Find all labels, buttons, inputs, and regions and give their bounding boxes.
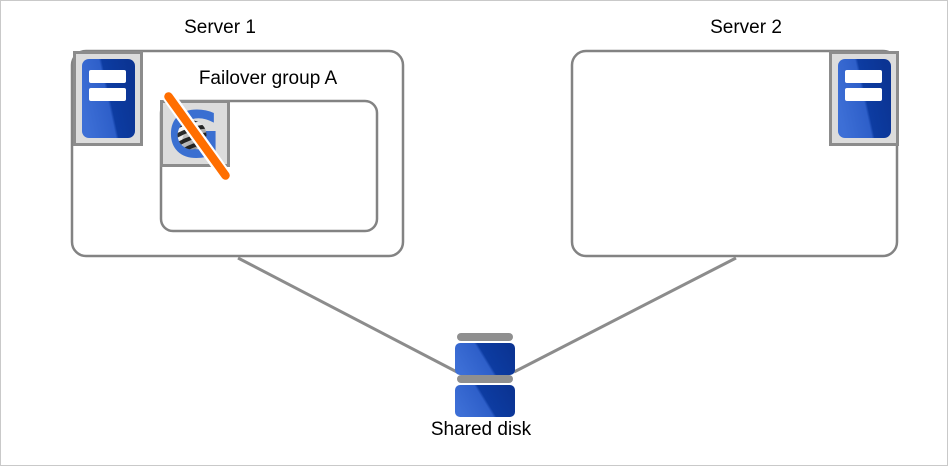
server2-box — [570, 49, 899, 258]
shared-disk-label: Shared disk — [430, 419, 532, 440]
server1-icon — [73, 51, 143, 146]
server2-label: Server 2 — [710, 17, 782, 38]
shared-disk-icon — [455, 333, 515, 417]
server1-label: Server 1 — [184, 17, 256, 38]
connection-line-server1-disk — [237, 256, 458, 374]
connection-line-server2-disk — [513, 256, 737, 374]
failover-group-label: Failover group A — [198, 68, 338, 89]
server2-icon — [829, 51, 899, 146]
failure-slash-icon — [160, 87, 234, 185]
